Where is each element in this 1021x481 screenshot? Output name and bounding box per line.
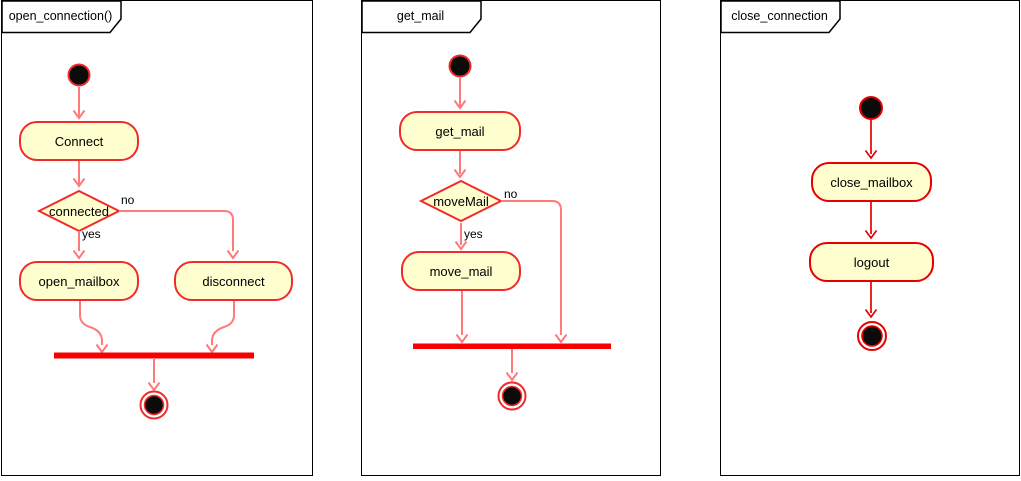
arrow-logout-to-final <box>864 282 878 319</box>
arrow-join-to-final <box>147 359 161 392</box>
frame-open-connection: Connect connected no yes open_mailbox di… <box>0 0 313 476</box>
initial-node <box>67 63 91 87</box>
arrow-initial-to-close-mailbox <box>864 120 878 160</box>
guard-no: no <box>121 193 135 207</box>
frame-title: open_connection() <box>8 9 113 23</box>
frame-tab <box>360 0 482 33</box>
frame-title: close_connection <box>731 9 828 23</box>
arrow-move-mail-to-join <box>455 291 469 344</box>
join-bar <box>54 352 254 359</box>
frame-tab <box>719 0 841 33</box>
arrow-initial-to-connect <box>72 87 86 120</box>
arrow-no-to-disconnect <box>119 210 240 260</box>
frame-tab <box>0 0 122 33</box>
final-node <box>139 390 169 420</box>
join-bar <box>413 343 611 349</box>
initial-node <box>859 96 883 120</box>
initial-node <box>448 54 472 78</box>
arrow-open-mailbox-to-join <box>79 301 109 354</box>
frame-get-mail: get_mail moveMail no yes move_mail get_m… <box>360 0 661 476</box>
activity-close-mailbox: close_mailbox <box>811 162 932 202</box>
arrow-close-mailbox-to-logout <box>864 202 878 240</box>
arrow-disconnect-to-join <box>205 301 235 354</box>
arrow-connect-to-decision <box>72 161 86 188</box>
decision-label-movemail: moveMail <box>433 193 489 209</box>
arrow-yes-to-move-mail <box>454 223 468 251</box>
close-connection-connectors <box>857 96 887 351</box>
final-node <box>497 381 527 411</box>
final-node <box>857 321 887 351</box>
arrow-yes-to-open-mailbox <box>72 231 86 260</box>
guard-yes: yes <box>82 227 101 241</box>
activity-open-mailbox: open_mailbox <box>19 261 139 301</box>
activity-move-mail: move_mail <box>401 251 521 291</box>
activity-disconnect: disconnect <box>174 261 293 301</box>
arrow-join-to-final <box>505 349 519 382</box>
activity-get-mail: get_mail <box>399 111 521 151</box>
arrow-initial-to-get-mail <box>453 78 467 110</box>
activity-connect: Connect <box>19 121 139 161</box>
get-mail-connectors <box>413 54 611 411</box>
arrow-get-mail-to-decision <box>453 151 467 179</box>
activity-logout: logout <box>809 242 934 282</box>
guard-no: no <box>504 187 518 201</box>
frame-title: get_mail <box>396 9 445 23</box>
guard-yes: yes <box>464 227 483 241</box>
frame-close-connection: close_mailbox logout close_connection <box>719 0 1020 476</box>
arrow-no-to-join <box>501 200 568 344</box>
decision-label-connected: connected <box>49 203 109 219</box>
open-connection-connectors <box>36 63 254 420</box>
